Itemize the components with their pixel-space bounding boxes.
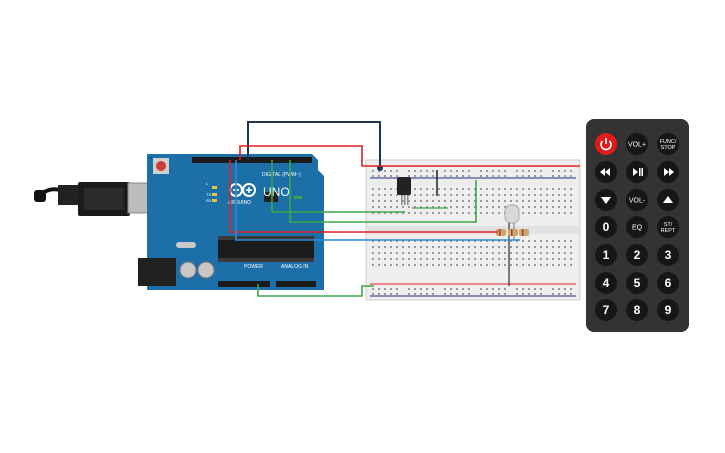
wire-led-red[interactable]: [229, 160, 498, 233]
remote-key-vol[interactable]: VOL+: [626, 133, 648, 155]
remote-key-label: 4: [603, 276, 610, 290]
remote-key-8[interactable]: 8: [626, 299, 648, 321]
remote-key-label: 9: [665, 303, 672, 317]
ir-receiver[interactable]: [397, 177, 411, 205]
digital-label: DIGITAL (PWM~): [262, 172, 301, 178]
remote-key-fast-forward[interactable]: [657, 161, 679, 183]
remote-key-9[interactable]: 9: [657, 299, 679, 321]
remote-key-0[interactable]: 0: [595, 216, 617, 238]
fast-forward-icon: [664, 168, 674, 176]
play-pause-icon: [633, 168, 643, 176]
remote-key-7[interactable]: 7: [595, 299, 617, 321]
rx-label: RX: [206, 198, 212, 203]
analog-label: ANALOG IN: [281, 264, 309, 270]
remote-key-func-stop[interactable]: FUNC/STOP: [657, 133, 679, 155]
breadboard-holes[interactable]: [372, 170, 572, 295]
remote-key-up-arrow[interactable]: [657, 189, 679, 211]
resistor-group[interactable]: [496, 229, 529, 236]
power-icon: [600, 138, 612, 151]
wire-ir-signal-green[interactable]: [271, 160, 405, 213]
down-arrow-icon: [601, 197, 611, 204]
atmega-chip: [218, 240, 314, 258]
remote-key-4[interactable]: 4: [595, 272, 617, 294]
remote-key-vol[interactable]: VOL-: [626, 189, 648, 211]
rewind-icon: [600, 168, 610, 176]
remote-key-eq[interactable]: EQ: [626, 216, 648, 238]
wire-led-blue[interactable]: [235, 160, 520, 241]
board-model: UNO: [263, 185, 290, 199]
remote-key-2[interactable]: 2: [626, 244, 648, 266]
up-arrow-icon: [663, 196, 673, 203]
remote-key-label: ST/REPT: [661, 222, 676, 234]
power-jack[interactable]: [138, 258, 176, 286]
remote-key-label: 3: [665, 248, 672, 262]
analog-header[interactable]: [276, 281, 316, 287]
wire-gnd-green-bottom[interactable]: [257, 284, 374, 297]
digital-header[interactable]: [192, 157, 312, 163]
remote-key-label: EQ: [632, 225, 643, 232]
remote-key-label: 1: [603, 248, 610, 262]
remote-key-label: 8: [634, 303, 641, 317]
remote-key-down-arrow[interactable]: [595, 189, 617, 211]
reset-button[interactable]: [156, 161, 166, 171]
remote-key-label: 6: [665, 276, 672, 290]
wires[interactable]: [229, 121, 580, 297]
remote-key-5[interactable]: 5: [626, 272, 648, 294]
remote-key-label: 5: [634, 276, 641, 290]
remote-key-label: 7: [603, 303, 610, 317]
remote-key-power[interactable]: [595, 133, 617, 155]
remote-key-label: VOL+: [628, 142, 646, 149]
remote-key-label: VOL-: [629, 198, 646, 205]
tx-label: TX: [206, 192, 211, 197]
remote-key-st-rept[interactable]: ST/REPT: [657, 216, 679, 238]
wire-gnd-navy[interactable]: [247, 121, 381, 168]
remote-key-1[interactable]: 1: [595, 244, 617, 266]
remote-key-label: 0: [603, 220, 610, 234]
remote-key-rewind[interactable]: [595, 161, 617, 183]
remote-key-play-pause[interactable]: [626, 161, 648, 183]
remote-key-label: FUNC/STOP: [660, 139, 677, 151]
remote-key-label: 2: [634, 248, 641, 262]
remote-key-3[interactable]: 3: [657, 244, 679, 266]
power-header[interactable]: [218, 281, 270, 287]
remote-key-6[interactable]: 6: [657, 272, 679, 294]
power-label: POWER: [244, 264, 263, 270]
ir-remote[interactable]: VOL+ FUNC/STOP VOL- 0 EQ ST/REPT 1 2 3 4 5 6 7 8 9: [586, 119, 689, 332]
l-label: L: [206, 181, 209, 186]
wire-5v-red[interactable]: [239, 145, 580, 167]
wire-led-green[interactable]: [289, 160, 477, 223]
board-brand: ARDUINO: [228, 200, 251, 206]
